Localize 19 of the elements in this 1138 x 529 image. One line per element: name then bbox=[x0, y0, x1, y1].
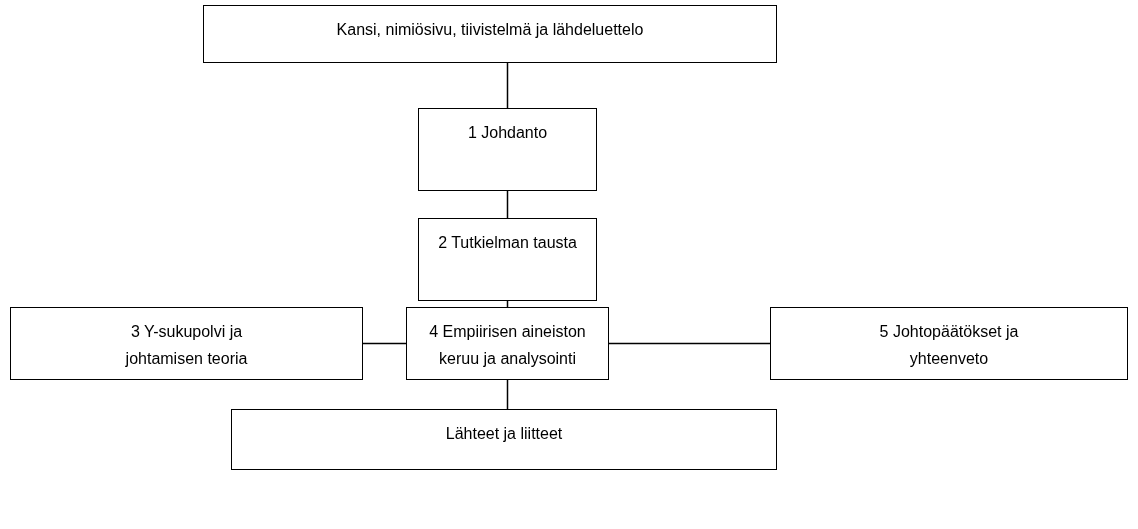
section-box bbox=[203, 5, 777, 63]
section-label: 5 Johtopäätökset ja yhteenveto bbox=[878, 322, 1020, 369]
section-label: 4 Empiirisen aineiston keruu ja analysointi bbox=[428, 322, 587, 369]
connector-line bbox=[506, 62, 509, 109]
section-label: 3 Y-sukupolvi ja johtamisen teoria bbox=[124, 322, 249, 369]
section-label: 1 Johdanto bbox=[467, 123, 548, 143]
section-box bbox=[10, 307, 363, 380]
connector-line bbox=[506, 190, 509, 219]
connector-line bbox=[506, 379, 509, 410]
section-box bbox=[406, 307, 609, 380]
connector-line bbox=[362, 342, 407, 345]
section-label: Lähteet ja liitteet bbox=[445, 424, 563, 444]
section-box bbox=[231, 409, 777, 470]
connector-line bbox=[608, 342, 771, 345]
section-box bbox=[418, 218, 597, 301]
section-label: 2 Tutkielman tausta bbox=[438, 233, 577, 253]
section-label: Kansi, nimiösivu, tiivistelmä ja lähdeluettelo bbox=[336, 20, 644, 40]
section-box bbox=[770, 307, 1128, 380]
section-box bbox=[418, 108, 597, 191]
